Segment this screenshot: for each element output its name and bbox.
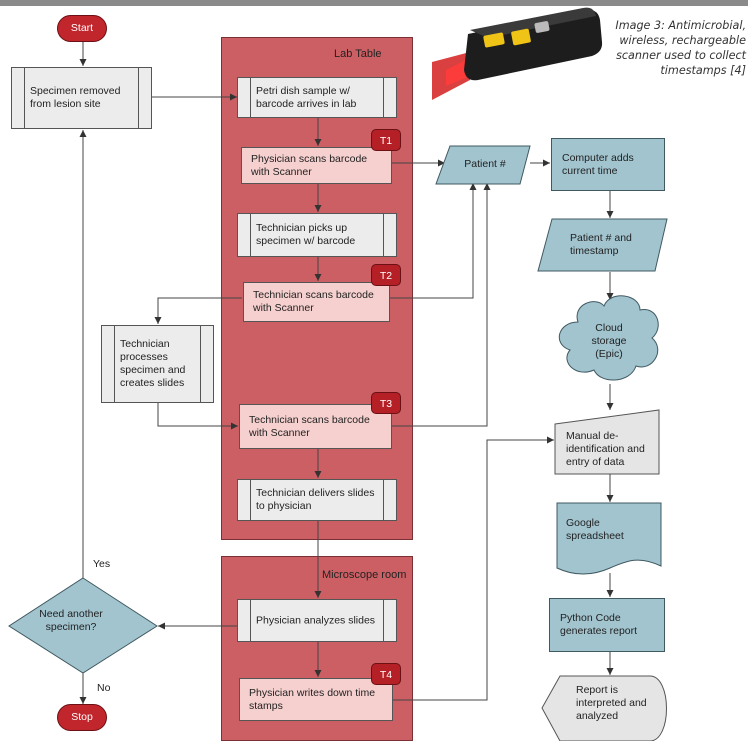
petri-dish-step: Petri dish sample w/ barcode arrives in … bbox=[237, 77, 397, 118]
physician-writes-label: Physician writes down time stamps bbox=[249, 686, 376, 712]
report-display-shape bbox=[541, 675, 667, 741]
patient-timestamp-shape bbox=[537, 218, 668, 272]
python-code-label: Python Code generates report bbox=[560, 612, 638, 637]
specimen-removed-label: Specimen removed from lesion site bbox=[30, 85, 121, 110]
technician-picks-up-label: Technician picks up specimen w/ barcode bbox=[256, 222, 356, 247]
stop-terminal: Stop bbox=[57, 704, 107, 731]
no-label: No bbox=[97, 682, 111, 694]
petri-dish-label: Petri dish sample w/ barcode arrives in … bbox=[256, 84, 357, 110]
t2-tag: T2 bbox=[371, 264, 401, 286]
physician-analyzes-label: Physician analyzes slides bbox=[256, 614, 376, 626]
technician-picks-up-step: Technician picks up specimen w/ barcode bbox=[237, 213, 397, 257]
physician-scans-label: Physician scans barcode with Scanner bbox=[251, 152, 368, 178]
t1-tag: T1 bbox=[371, 129, 401, 151]
report-label: Report is interpreted and analyzed bbox=[576, 684, 647, 722]
t4-tag: T4 bbox=[371, 663, 401, 685]
physician-writes-step: Physician writes down time stamps bbox=[239, 678, 393, 721]
microscope-room-lane-title: Microscope room bbox=[322, 569, 407, 581]
connector-scans-processes bbox=[154, 297, 242, 324]
stop-terminal-label: Stop bbox=[71, 711, 93, 723]
technician-scans-2-label: Technician scans barcode with Scanner bbox=[249, 413, 370, 439]
patient-number-label: Patient # bbox=[464, 158, 506, 170]
manual-entry-label: Manual de-identification and entry of da… bbox=[566, 430, 645, 468]
cloud-storage-shape bbox=[558, 295, 659, 381]
computer-adds-step: Computer adds current time bbox=[551, 138, 665, 191]
scanner-image bbox=[432, 7, 603, 100]
start-terminal-label: Start bbox=[70, 22, 94, 34]
technician-scans-step-2: Technician scans barcode with Scanner bbox=[239, 404, 392, 449]
technician-delivers-label: Technician delivers slides to physician bbox=[256, 487, 375, 512]
lab-table-lane-title: Lab Table bbox=[334, 48, 382, 60]
technician-scans-step-1: Technician scans barcode with Scanner bbox=[243, 282, 390, 322]
t3-tag: T3 bbox=[371, 392, 401, 414]
python-code-step: Python Code generates report bbox=[549, 598, 665, 652]
google-spreadsheet-label: Google spreadsheet bbox=[566, 517, 624, 542]
google-spreadsheet-shape bbox=[556, 502, 662, 575]
physician-scans-step: Physician scans barcode with Scanner bbox=[241, 147, 392, 184]
connector-t3-patient bbox=[392, 183, 491, 427]
specimen-removed-step: Specimen removed from lesion site bbox=[11, 67, 152, 129]
decision-diamond-shape bbox=[8, 577, 158, 674]
technician-processes-step: Technician processes specimen and create… bbox=[101, 325, 214, 403]
technician-delivers-step: Technician delivers slides to physician bbox=[237, 479, 397, 521]
connector-scans-patient bbox=[390, 183, 477, 299]
connector-processes-scans bbox=[157, 402, 238, 430]
patient-timestamp-label: Patient # and timestamp bbox=[570, 232, 632, 257]
patient-number-shape bbox=[435, 145, 531, 185]
top-border bbox=[0, 0, 748, 6]
technician-processes-label: Technician processes specimen and create… bbox=[120, 338, 186, 389]
scanner-caption: Image 3: Antimicrobial, wireless, rechar… bbox=[615, 19, 746, 77]
connector-writes-manual bbox=[393, 436, 554, 701]
yes-label: Yes bbox=[93, 558, 111, 570]
decision-label: Need another specimen? bbox=[39, 608, 103, 633]
technician-scans-1-label: Technician scans barcode with Scanner bbox=[253, 289, 374, 314]
physician-analyzes-step: Physician analyzes slides bbox=[237, 599, 397, 642]
cloud-storage-label: Cloud storage (Epic) bbox=[591, 322, 627, 360]
start-terminal: Start bbox=[57, 15, 107, 42]
manual-input-shape bbox=[554, 409, 660, 475]
computer-adds-label: Computer adds current time bbox=[562, 151, 634, 177]
